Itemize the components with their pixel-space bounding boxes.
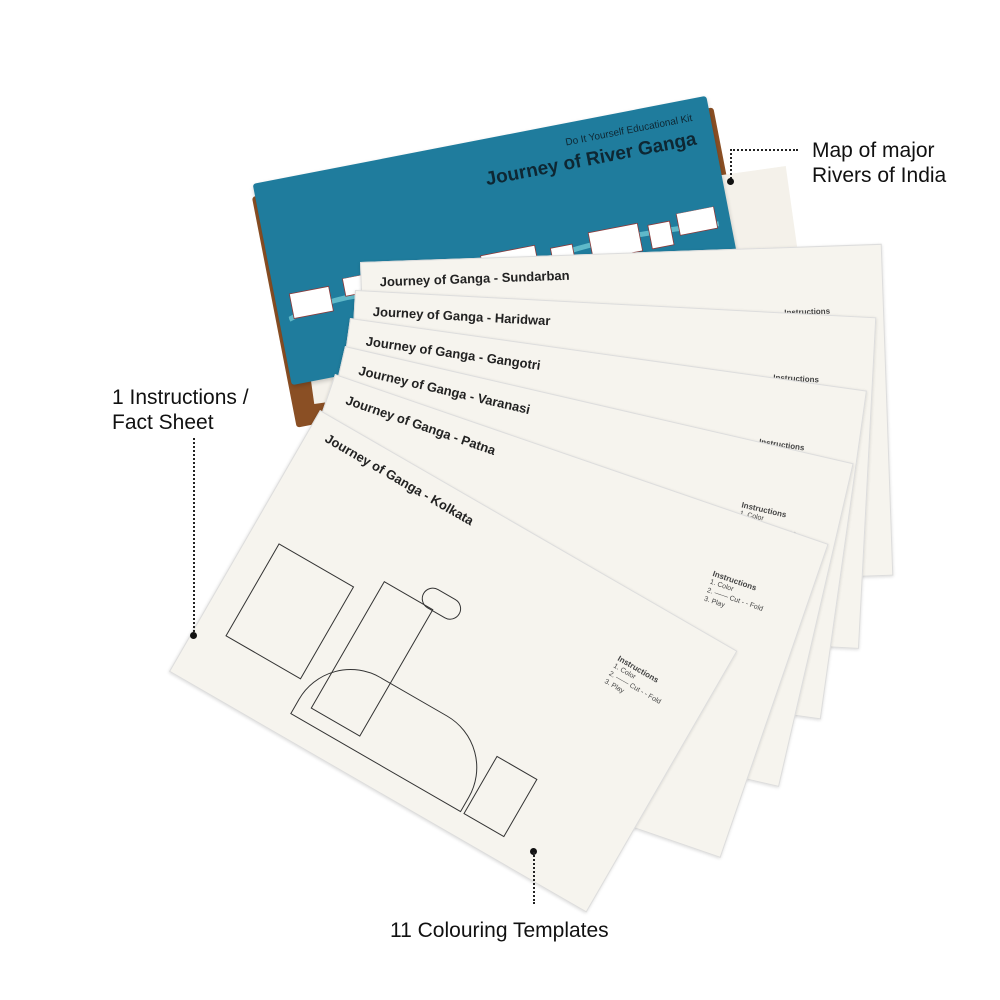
- map-leader-dot: [727, 178, 734, 185]
- instructions-block: Instructions 1. Color 2. —— Cut - - Fold…: [603, 654, 672, 715]
- annotation-templates: 11 Colouring Templates: [390, 919, 609, 942]
- templates-leader-dot: [530, 848, 537, 855]
- annotation-map: Map of major Rivers of India: [812, 139, 947, 187]
- card-title: Journey of Ganga - Sundarban: [379, 267, 570, 290]
- templates-leader-line: [533, 852, 535, 904]
- fact-sheet-leader-line: [193, 438, 195, 632]
- map-leader-line: [730, 149, 798, 151]
- map-leader-line-v: [730, 149, 732, 179]
- annotation-fact-sheet: 1 Instructions / Fact Sheet: [112, 386, 249, 434]
- kolkata-building-drawing: [204, 509, 593, 844]
- fact-sheet-leader-dot: [190, 632, 197, 639]
- instructions-block: Instructions 1. Color 2. —— Cut - - Fold…: [703, 569, 770, 622]
